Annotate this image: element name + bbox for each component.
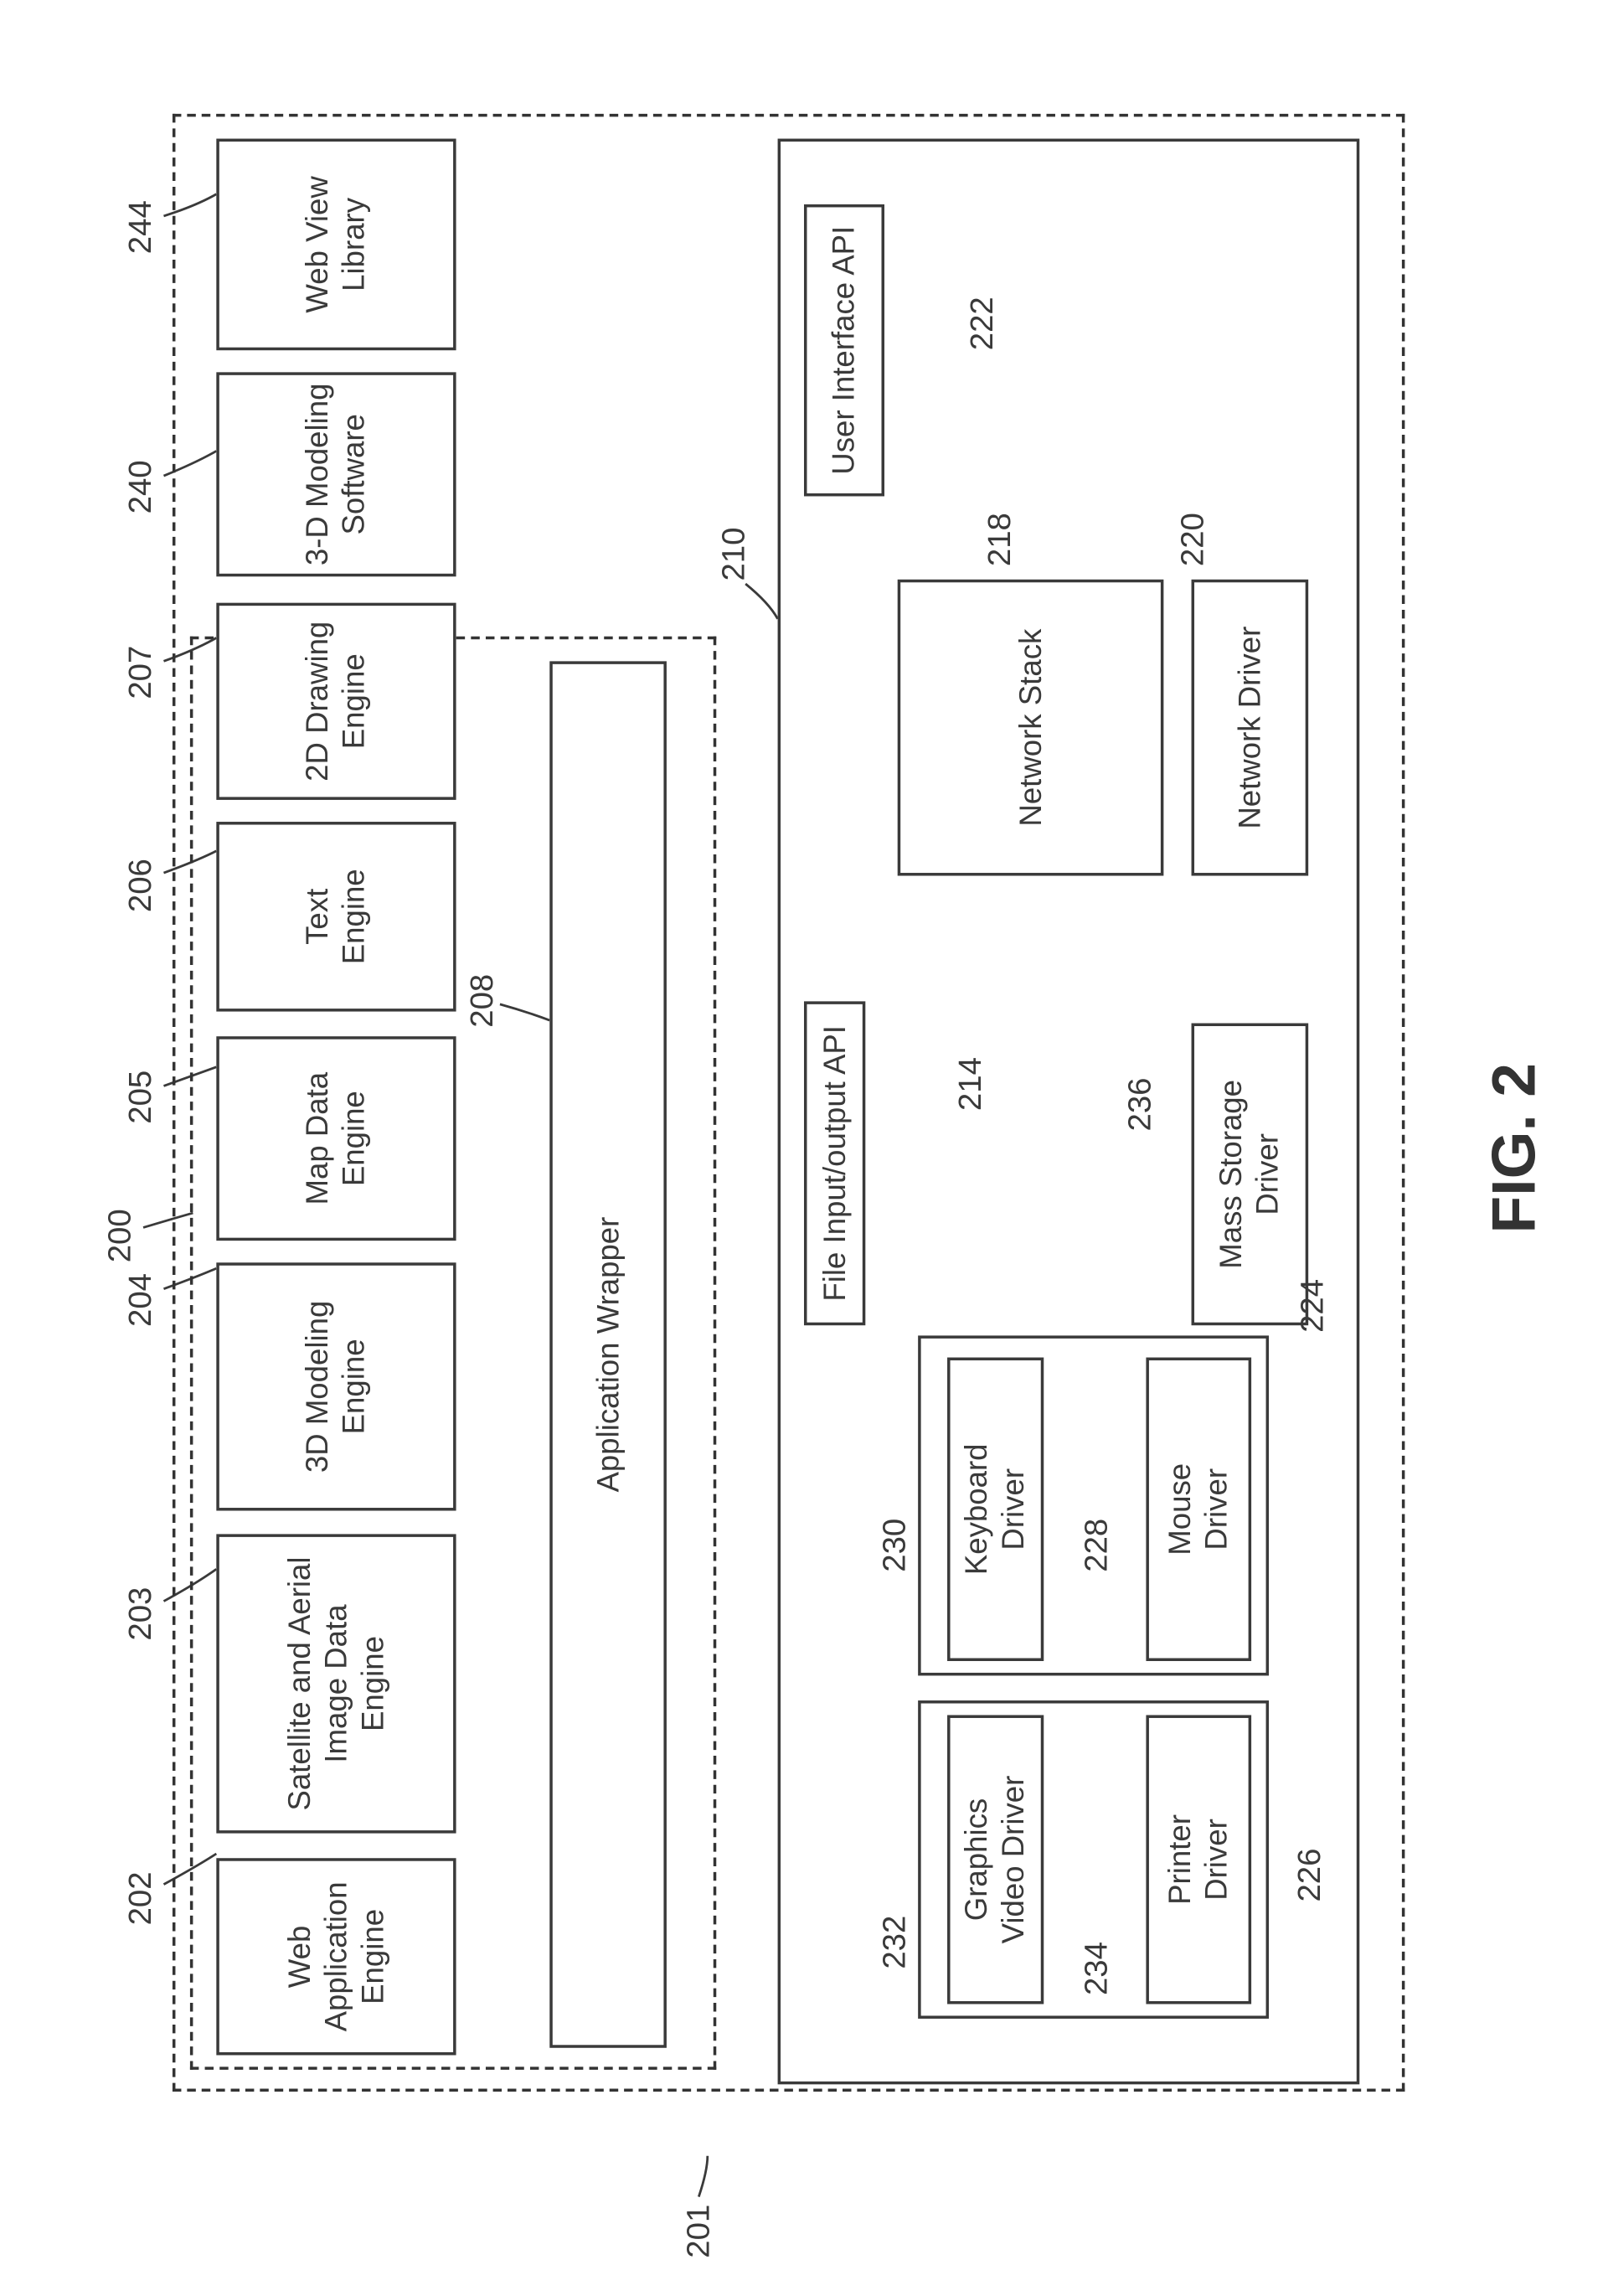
leader-203 bbox=[162, 1568, 218, 1602]
ref-244: 244 bbox=[121, 200, 158, 255]
network-driver-label: Network Driver bbox=[1233, 626, 1267, 829]
printer-driver-label: Printer Driver bbox=[1163, 1814, 1234, 1905]
network-driver-box: Network Driver bbox=[1191, 579, 1309, 876]
graphics-video-driver-label: Graphics Video Driver bbox=[960, 1775, 1031, 1944]
ref-206: 206 bbox=[121, 859, 158, 913]
mouse-driver-label: Mouse Driver bbox=[1163, 1463, 1234, 1556]
mass-storage-driver-label: Mass Storage Driver bbox=[1214, 1079, 1286, 1269]
leader-244 bbox=[163, 193, 218, 218]
user-interface-api-label: User Interface API bbox=[827, 225, 862, 475]
modeling-engine-3d-label: 3D Modeling Engine bbox=[301, 1300, 372, 1473]
network-stack-label: Network Stack bbox=[1013, 628, 1048, 827]
web-application-engine-label: Web Application Engine bbox=[282, 1881, 390, 2032]
leader-205 bbox=[163, 1065, 217, 1087]
ref-232: 232 bbox=[875, 1915, 913, 1969]
ref-200: 200 bbox=[100, 1209, 138, 1263]
file-io-api-label: File Input/output API bbox=[817, 1025, 852, 1302]
application-wrapper-label: Application Wrapper bbox=[591, 1216, 626, 1493]
leader-201 bbox=[698, 2155, 709, 2197]
figure-caption: FIG. 2 bbox=[1479, 1063, 1549, 1234]
network-stack-box: Network Stack bbox=[897, 579, 1164, 876]
ref-234: 234 bbox=[1077, 1942, 1115, 1996]
leader-240 bbox=[162, 450, 218, 477]
ref-205: 205 bbox=[121, 1070, 158, 1124]
user-interface-api-box: User Interface API bbox=[803, 204, 884, 497]
ref-210: 210 bbox=[714, 527, 752, 581]
leader-207 bbox=[163, 637, 218, 663]
modeling-software-label: 3-D Modeling Software bbox=[301, 383, 372, 566]
map-data-engine-label: Map Data Engine bbox=[301, 1071, 372, 1205]
ref-208: 208 bbox=[463, 973, 500, 1028]
ref-214: 214 bbox=[951, 1057, 988, 1112]
web-application-engine-box: Web Application Engine bbox=[216, 1858, 456, 2056]
ref-204: 204 bbox=[121, 1272, 158, 1327]
leader-210 bbox=[745, 582, 779, 620]
leader-206 bbox=[163, 849, 217, 875]
ref-236: 236 bbox=[1121, 1077, 1158, 1132]
mouse-driver-box: Mouse Driver bbox=[1146, 1357, 1252, 1661]
ref-203: 203 bbox=[121, 1587, 158, 1641]
leader-208 bbox=[499, 1003, 550, 1022]
text-engine-label: Text Engine bbox=[301, 869, 372, 965]
keyboard-driver-label: Keyboard Driver bbox=[960, 1443, 1031, 1576]
modeling-software-box: 3-D Modeling Software bbox=[216, 372, 456, 577]
modeling-engine-3d-box: 3D Modeling Engine bbox=[216, 1262, 456, 1511]
printer-driver-box: Printer Driver bbox=[1146, 1715, 1252, 2004]
leader-202 bbox=[162, 1852, 218, 1886]
drawing-engine-2d-label: 2D Drawing Engine bbox=[301, 621, 372, 782]
keyboard-driver-box: Keyboard Driver bbox=[947, 1357, 1044, 1661]
graphics-video-driver-box: Graphics Video Driver bbox=[947, 1715, 1044, 2004]
satellite-engine-box: Satellite and Aerial Image Data Engine bbox=[216, 1534, 456, 1834]
ref-222: 222 bbox=[963, 297, 1000, 351]
web-view-library-box: Web View Library bbox=[216, 138, 456, 351]
ref-240: 240 bbox=[121, 460, 158, 514]
mass-storage-driver-box: Mass Storage Driver bbox=[1191, 1023, 1309, 1326]
text-engine-box: Text Engine bbox=[216, 822, 456, 1012]
leader-204 bbox=[163, 1267, 217, 1290]
ref-230: 230 bbox=[875, 1518, 913, 1572]
ref-207: 207 bbox=[121, 645, 158, 699]
drawing-engine-2d-box: 2D Drawing Engine bbox=[216, 602, 456, 800]
map-data-engine-box: Map Data Engine bbox=[216, 1036, 456, 1241]
ref-228: 228 bbox=[1077, 1518, 1115, 1572]
ref-201: 201 bbox=[679, 2204, 717, 2258]
file-io-api-box: File Input/output API bbox=[803, 1001, 866, 1326]
application-wrapper-box: Application Wrapper bbox=[549, 661, 667, 2048]
ref-226: 226 bbox=[1291, 1848, 1327, 1902]
web-view-library-label: Web View Library bbox=[301, 176, 372, 313]
satellite-engine-label: Satellite and Aerial Image Data Engine bbox=[282, 1556, 390, 1811]
ref-220: 220 bbox=[1173, 513, 1211, 567]
ref-202: 202 bbox=[121, 1871, 158, 1926]
ref-224: 224 bbox=[1293, 1278, 1331, 1333]
leader-200 bbox=[142, 1211, 193, 1229]
ref-218: 218 bbox=[981, 513, 1018, 567]
